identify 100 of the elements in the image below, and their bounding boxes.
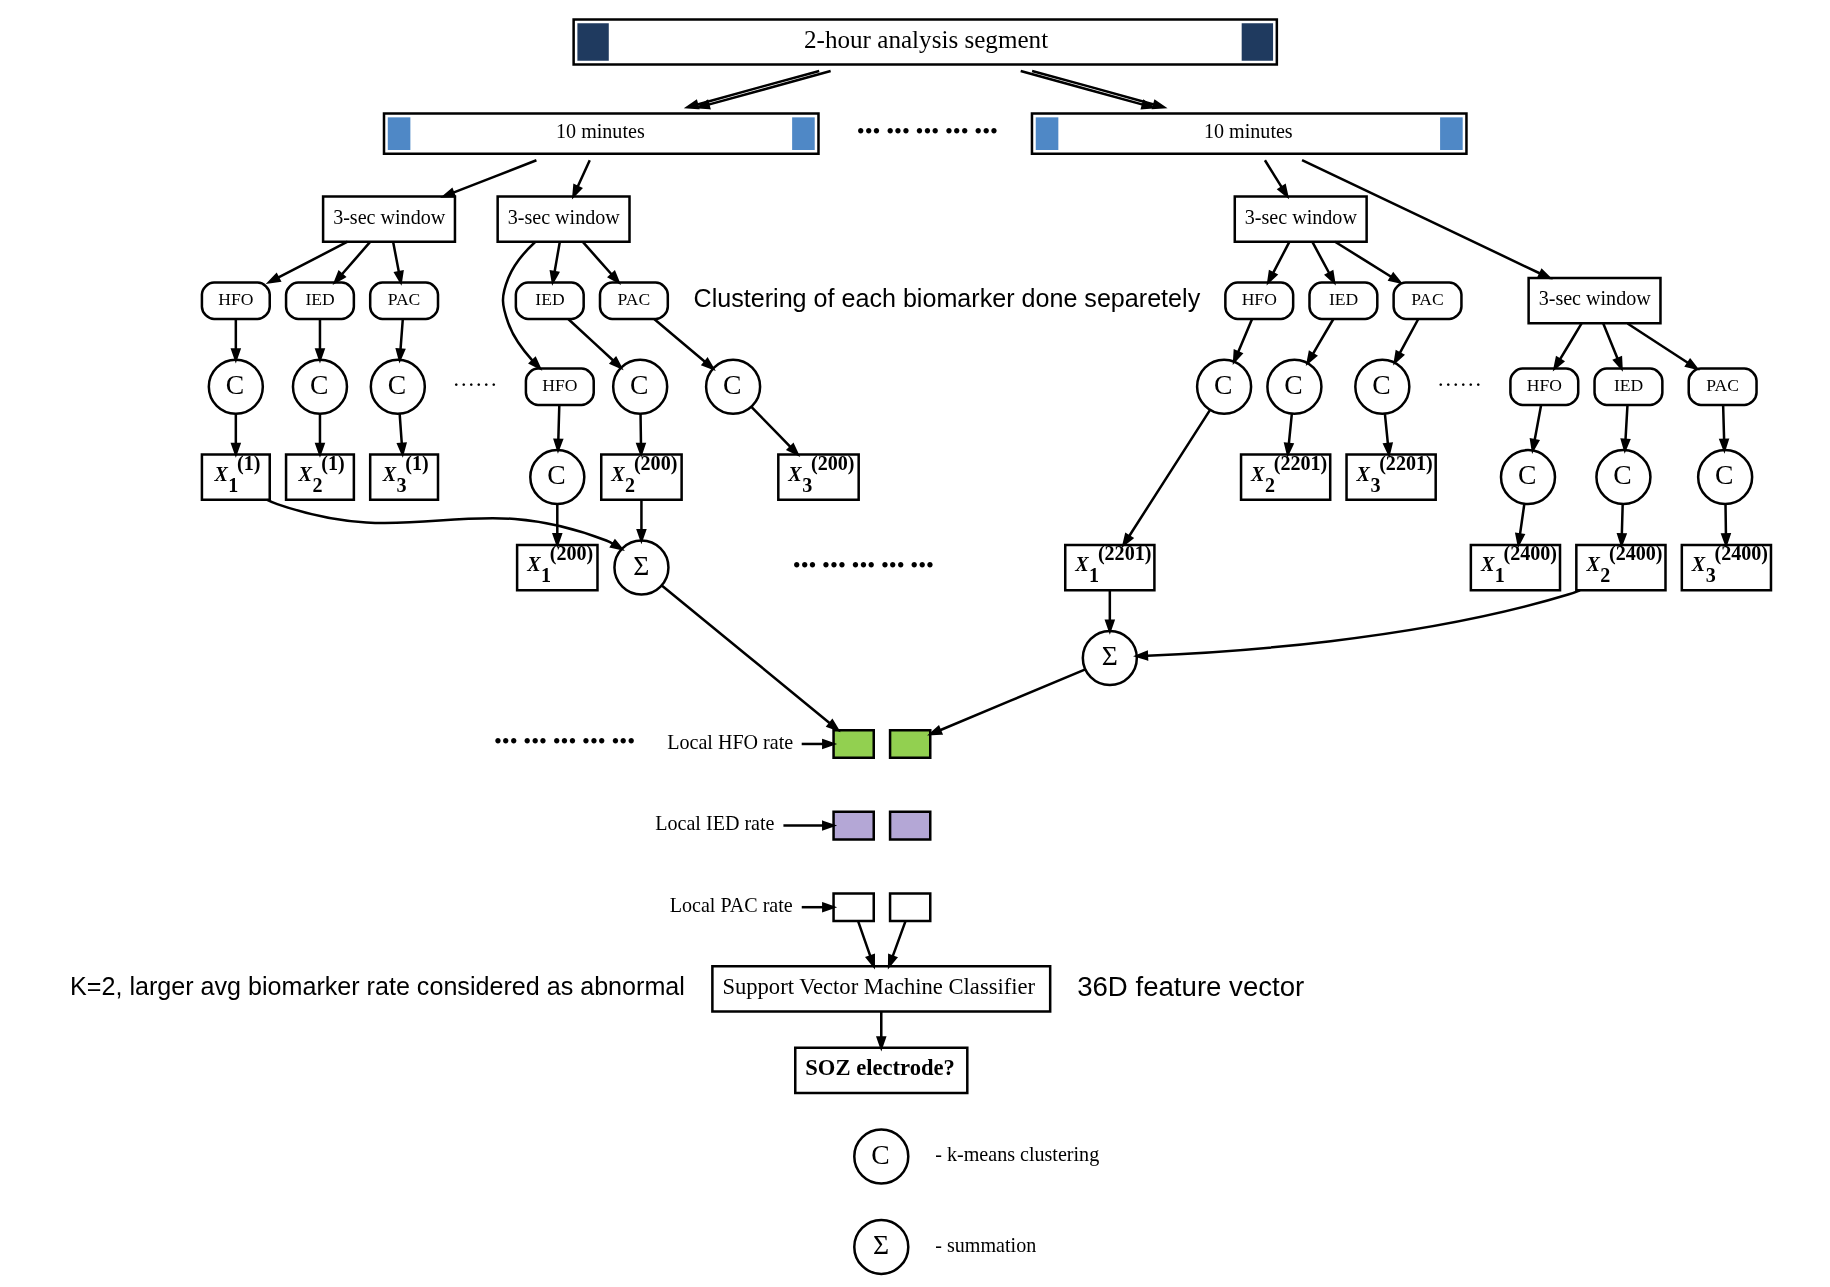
arrow (552, 405, 564, 454)
arrow (1626, 322, 1700, 371)
node-circle: C (852, 1128, 910, 1185)
arrow (1718, 405, 1729, 454)
node-box: 3-sec window (495, 195, 631, 243)
node-box: IED (284, 281, 355, 321)
node-box: 10 minutes (382, 112, 820, 155)
label: Clustering of each biomarker done separetely (693, 283, 1200, 312)
node-circle: C (291, 358, 348, 415)
node-label: - summation (934, 1233, 1036, 1256)
arrow (653, 318, 716, 371)
node-circle: Σ (1081, 629, 1138, 687)
arrow (1232, 318, 1253, 365)
node-circle: C (528, 448, 586, 506)
arrow (782, 820, 837, 831)
node-box: HFO (200, 281, 271, 321)
arrow (875, 1011, 887, 1052)
arrow (1132, 589, 1580, 661)
arrow (1301, 158, 1553, 280)
arrow (1601, 322, 1623, 372)
node-box: 10 minutes (1030, 112, 1468, 155)
arrow (567, 318, 624, 371)
arrow (1619, 405, 1631, 454)
node-text: Local IED rate (654, 812, 775, 835)
arrow (391, 241, 404, 286)
node-text: Local PAC rate (669, 893, 793, 916)
arrow (314, 413, 325, 458)
arrow (581, 241, 621, 285)
node-box (888, 728, 931, 760)
node-box: PAC (598, 281, 669, 321)
arrow (1720, 504, 1731, 549)
label: ••• ••• ••• ••• ••• (792, 553, 934, 579)
node-label: - k-means clustering (934, 1143, 1099, 1166)
arrow (1333, 240, 1403, 285)
arrow (801, 901, 837, 913)
arrow (501, 241, 542, 371)
node-circle: C (1195, 358, 1252, 415)
node-label: 36D feature vector (1076, 970, 1304, 1002)
node-circle: C (1353, 358, 1411, 415)
arrow (230, 319, 241, 364)
arrow (1310, 241, 1336, 286)
arrow (265, 240, 348, 284)
node-circle: C (1696, 448, 1753, 506)
arrow (1552, 322, 1583, 372)
arrow (635, 500, 647, 545)
node-circle: C (704, 358, 761, 415)
node-circle: C (611, 358, 668, 415)
label: ······ (1436, 372, 1482, 398)
arrow (571, 159, 591, 200)
arrow (887, 920, 907, 970)
node-box (888, 810, 931, 841)
node-circle: C (207, 358, 264, 415)
node-box: PAC (368, 281, 439, 321)
node-box: 2-hour analysis segment (571, 18, 1278, 66)
arrow (660, 584, 841, 733)
arrow (395, 413, 407, 458)
node-box (831, 892, 875, 923)
arrow (1382, 413, 1393, 458)
arrow (266, 498, 625, 552)
node-circle: C (1265, 358, 1323, 415)
arrow (314, 319, 325, 364)
arrow (1121, 409, 1211, 548)
arrow (1616, 504, 1627, 549)
node-box: HFO (524, 367, 595, 407)
node-box: 3-sec window (1526, 276, 1662, 325)
node-box (831, 810, 875, 841)
arrow (439, 159, 537, 198)
node-box: IED (1307, 281, 1379, 321)
arrow (1392, 318, 1419, 366)
node-circle: C (1499, 448, 1556, 506)
arrow (1266, 241, 1290, 286)
node-box: 3-sec window (1233, 195, 1368, 243)
node-box: Support Vector Machine Classifier (710, 964, 1051, 1013)
arrow (551, 504, 563, 549)
node-circle: C (1594, 448, 1652, 506)
arrow (394, 319, 406, 364)
arrow (1104, 590, 1115, 635)
label: K=2, larger avg biomarker rate considered as abnormal (69, 972, 685, 1001)
arrow (549, 241, 561, 286)
arrow (635, 413, 646, 458)
node-box: HFO (1223, 281, 1294, 321)
node-box: IED (514, 281, 585, 321)
arrow (926, 668, 1086, 736)
node-circle: C (369, 358, 426, 415)
node-box (888, 892, 931, 923)
arrow (1283, 413, 1294, 458)
arrow (1529, 405, 1542, 454)
arrow (750, 406, 800, 458)
arrow (230, 413, 241, 458)
label: ••• ••• ••• ••• ••• (856, 119, 998, 145)
node-box: PAC (1391, 281, 1463, 321)
node-text: Local HFO rate (666, 730, 793, 753)
node-box: IED (1592, 367, 1664, 407)
node-box: SOZ electrode? (793, 1046, 969, 1095)
arrow (856, 920, 875, 970)
arrow (332, 241, 371, 285)
node-box: HFO (1508, 367, 1579, 407)
node-box: PAC (1686, 367, 1758, 407)
arrow (1305, 318, 1334, 367)
node-circle: Σ (612, 539, 670, 596)
